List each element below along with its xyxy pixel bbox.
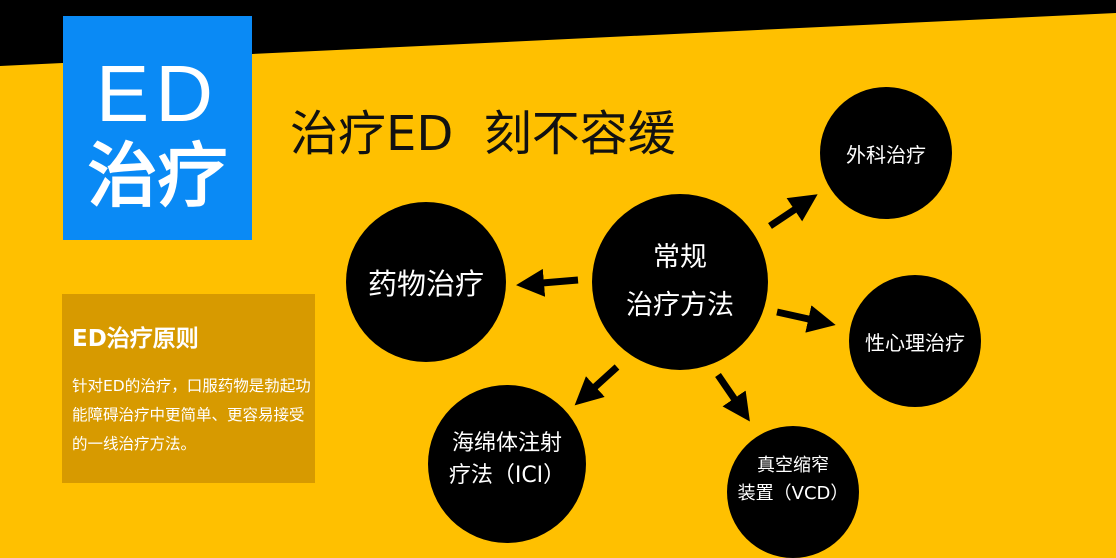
surgery-label: 外科治疗 xyxy=(846,142,926,167)
node-psych-therapy: 性心理治疗 xyxy=(849,275,981,407)
drug-label: 药物治疗 xyxy=(367,267,484,301)
principle-body: 针对ED的治疗，口服药物是勃起功能障碍治疗中更简单、更容易接受的一线治疗方法。 xyxy=(72,377,311,453)
center-line1: 常规 xyxy=(653,242,707,273)
arrow-to-surgery xyxy=(768,194,818,229)
ici-line1: 海绵体注射 xyxy=(451,431,562,456)
psych-label: 性心理治疗 xyxy=(865,330,965,355)
logo-treatment: 治疗 xyxy=(87,135,228,217)
top-black-band xyxy=(0,0,1116,66)
arrow-to-drug xyxy=(516,268,579,297)
node-ici: 海绵体注射疗法（ICI） xyxy=(428,385,586,543)
logo-ed: ED xyxy=(95,49,220,138)
ed-treatment-logo: ED 治疗 xyxy=(63,16,252,240)
node-vcd: 真空缩窄装置（VCD） xyxy=(727,426,859,558)
node-surgery: 外科治疗 xyxy=(820,87,952,219)
node-drug-therapy: 药物治疗 xyxy=(346,202,506,362)
vcd-line1: 真空缩窄 xyxy=(757,455,829,476)
node-center: 常规治疗方法 xyxy=(592,194,768,370)
center-line2: 治疗方法 xyxy=(626,290,734,321)
arrow-to-vcd xyxy=(715,373,750,422)
headline: 治疗ED 刻不容缓 xyxy=(290,106,676,162)
principle-title: ED治疗原则 xyxy=(72,326,199,352)
ici-line2: 疗法（ICI） xyxy=(448,463,566,488)
vcd-line2: 装置（VCD） xyxy=(737,483,849,504)
arrow-to-psych xyxy=(776,305,836,333)
arrow-to-ici xyxy=(574,364,620,406)
principle-panel: ED治疗原则 针对ED的治疗，口服药物是勃起功能障碍治疗中更简单、更容易接受的一… xyxy=(62,294,315,483)
background-graphics xyxy=(0,0,1116,422)
